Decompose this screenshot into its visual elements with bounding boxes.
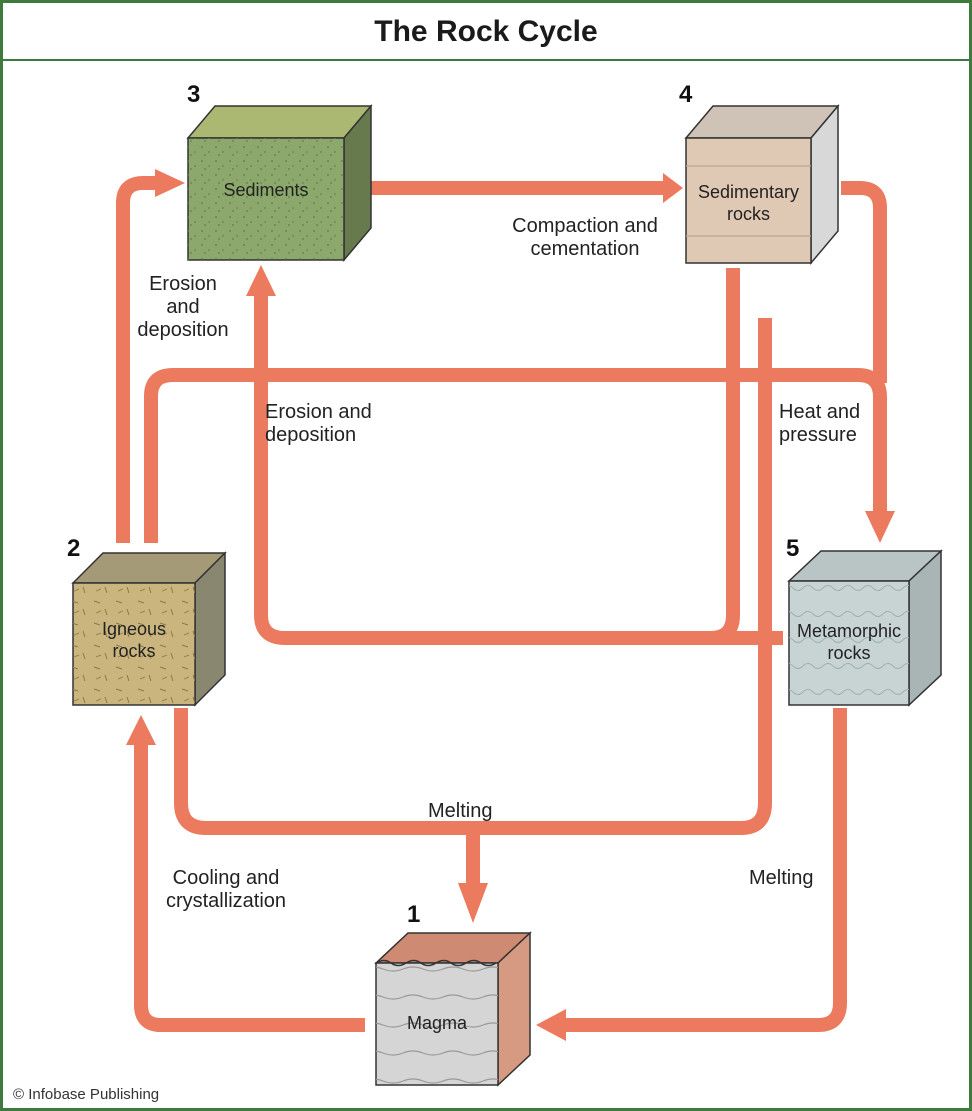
magma-cube: [374, 931, 532, 1087]
erosion-deposition-left-label: Erosion and deposition: [137, 273, 229, 341]
melting-right-label: Melting: [749, 867, 814, 889]
igneous-rocks-label: Igneous rocks: [101, 619, 167, 661]
publisher-credit: © Infobase Publishing: [13, 1086, 160, 1103]
arrow-magma-to-igneous: [134, 743, 365, 1032]
arrowhead-to-magma-right: [536, 1009, 566, 1041]
arrowhead-to-sedimentary: [663, 173, 683, 203]
stage-number-5: 5: [786, 535, 800, 562]
sedimentary-rocks-cube: [684, 103, 840, 266]
arrow-igneous-to-sediments: [116, 176, 158, 543]
metamorphic-rocks-label: Metamorphic rocks: [796, 621, 902, 663]
arrowheads: [126, 169, 895, 1041]
sedimentary-rocks-label: Sedimentary rocks: [697, 182, 800, 224]
arrowhead-up-to-sediments: [246, 265, 276, 296]
stage-number-1: 1: [407, 901, 421, 928]
arrowhead-to-igneous: [126, 715, 156, 745]
arrow-igneous-to-metamorphic: [144, 368, 887, 543]
melting-center-label: Melting: [428, 800, 493, 822]
stage-number-4: 4: [679, 81, 693, 108]
arrow-igneous-melting: [174, 708, 473, 835]
cooling-crystallization-label: Cooling and crystallization: [165, 867, 287, 912]
diagram-title: The Rock Cycle: [3, 3, 969, 61]
compaction-cementation-label: Compaction and cementation: [512, 215, 658, 260]
arrow-sedimentary-to-metamorphic: [841, 181, 887, 383]
sediments-label: Sediments: [223, 180, 309, 200]
cycle-arrows: [116, 176, 887, 1032]
magma-label: Magma: [406, 1013, 468, 1033]
erosion-deposition-center-label: Erosion and deposition: [265, 401, 372, 446]
metamorphic-rocks-cube: [787, 549, 943, 707]
arrow-metamorphic-to-magma: [563, 708, 847, 1032]
arrowhead-to-magma-top: [458, 883, 488, 923]
arrow-loop-to-sediments: [254, 293, 783, 645]
arrow-metamorphic-melting-line: [473, 318, 772, 835]
stage-number-2: 2: [67, 535, 81, 562]
igneous-rocks-cube: [71, 551, 227, 707]
arrowhead-to-sediments-left: [155, 169, 185, 197]
arrowhead-to-metamorphic: [865, 511, 895, 543]
heat-pressure-label: Heat and pressure: [779, 401, 861, 446]
arrow-sedimentary-down: [710, 268, 740, 645]
diagram-canvas: [71, 103, 943, 1087]
sediments-cube: [186, 103, 373, 263]
stage-number-3: 3: [187, 81, 201, 108]
